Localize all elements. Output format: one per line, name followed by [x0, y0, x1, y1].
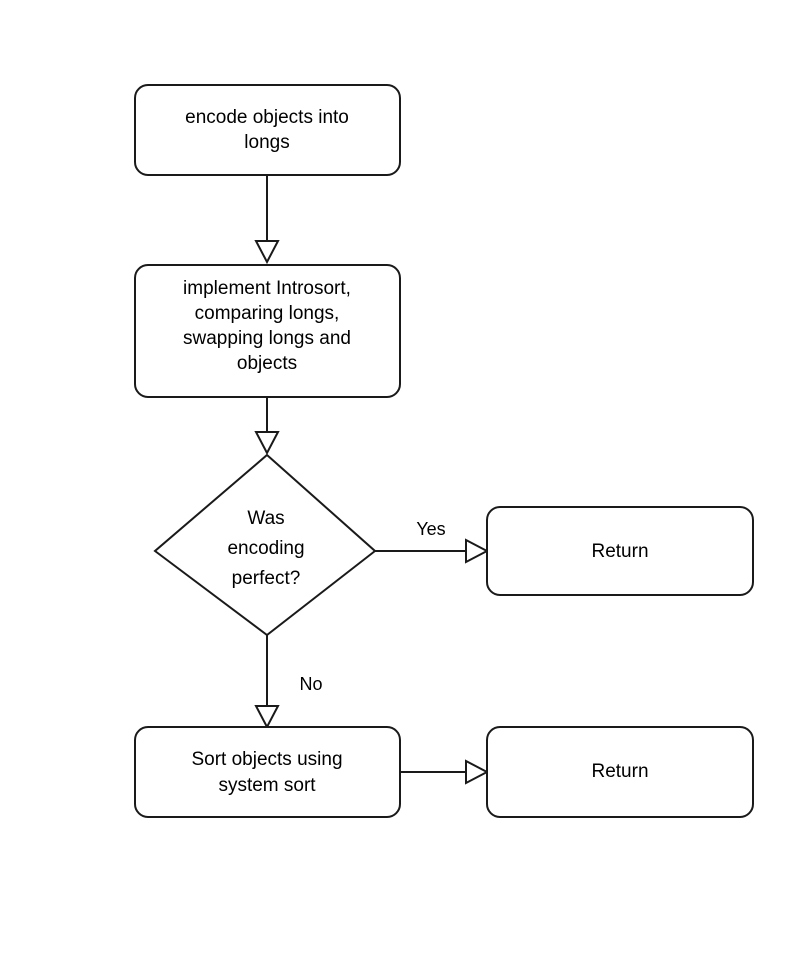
node-system-sort-line-2: system sort	[218, 775, 316, 796]
node-decision[interactable]: Was encoding perfect?	[153, 453, 377, 637]
node-return-yes-shape[interactable]	[486, 506, 754, 596]
node-encode-line-2: longs	[244, 132, 289, 153]
edge-system-sort-to-return-no	[400, 759, 490, 785]
node-introsort-line-3: swapping longs and	[183, 328, 351, 349]
node-system-sort-shape[interactable]	[134, 726, 401, 818]
arrowhead-icon	[465, 759, 490, 785]
node-encode-line-1: encode objects into	[185, 107, 349, 128]
edge-decision-to-system-sort: No	[254, 635, 323, 730]
arrowhead-icon	[254, 705, 280, 730]
node-decision-line-1: Was	[247, 508, 284, 529]
node-decision-line-3: perfect?	[232, 568, 301, 589]
node-return-no-label: Return	[591, 761, 648, 782]
node-encode[interactable]: encode objects into longs	[134, 84, 401, 176]
node-return-yes-label: Return	[591, 541, 648, 562]
node-introsort-line-4: objects	[237, 353, 297, 374]
node-return-no[interactable]: Return	[486, 726, 754, 818]
node-decision-shape[interactable]	[153, 453, 377, 637]
edge-introsort-to-decision	[254, 397, 280, 456]
node-introsort[interactable]: implement Introsort, comparing longs, sw…	[134, 264, 401, 398]
node-encode-shape[interactable]	[134, 84, 401, 176]
arrowhead-icon	[254, 431, 280, 456]
node-return-yes[interactable]: Return	[486, 506, 754, 596]
arrowhead-icon	[254, 240, 280, 265]
node-introsort-line-2: comparing longs,	[195, 303, 340, 324]
arrowhead-icon	[465, 538, 490, 564]
node-decision-line-2: encoding	[227, 538, 304, 559]
node-return-no-shape[interactable]	[486, 726, 754, 818]
node-system-sort-line-1: Sort objects using	[191, 749, 342, 770]
edge-label-yes: Yes	[416, 519, 445, 539]
edge-decision-to-return-yes: Yes	[375, 519, 490, 564]
node-introsort-line-1: implement Introsort,	[183, 278, 351, 299]
edge-label-no: No	[299, 674, 322, 694]
node-introsort-shape[interactable]	[134, 264, 401, 398]
edge-encode-to-introsort	[254, 175, 280, 265]
node-system-sort[interactable]: Sort objects using system sort	[134, 726, 401, 818]
